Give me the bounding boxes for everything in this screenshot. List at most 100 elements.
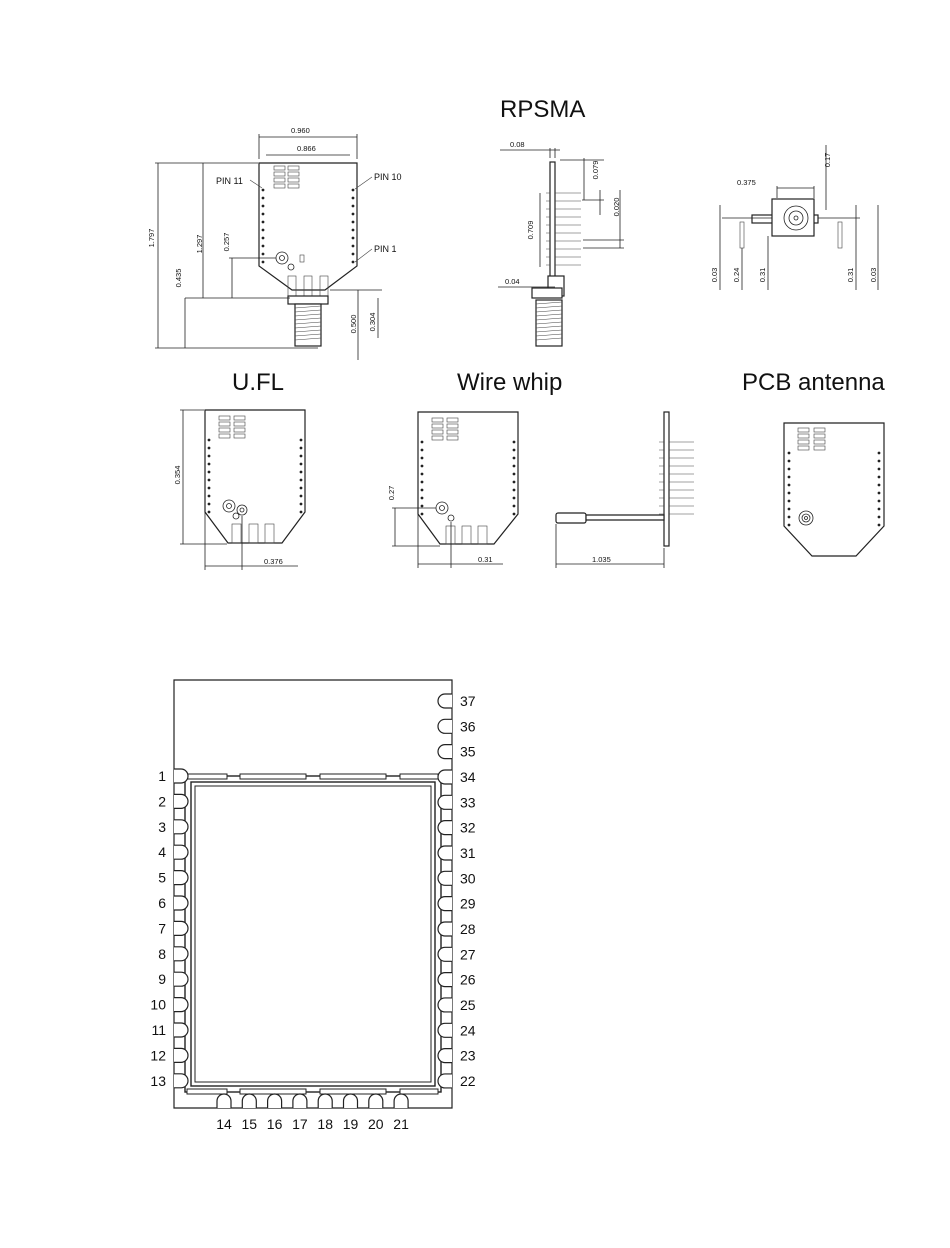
- right-pad: [438, 821, 452, 835]
- bottom-pin-label: 17: [292, 1116, 308, 1132]
- left-pin-label: 7: [158, 920, 166, 936]
- right-pin-label: 24: [460, 1022, 476, 1038]
- dim-0500: 0.500: [349, 315, 358, 334]
- rpsma-side-threaded-barrel: [536, 300, 562, 346]
- right-pin-label: 31: [460, 845, 476, 861]
- right-pad: [438, 897, 452, 911]
- left-pad: [174, 820, 188, 834]
- dim-wire-031: 0.31: [478, 555, 493, 564]
- dim-0866: 0.866: [297, 144, 316, 153]
- dim-0257: 0.257: [222, 233, 231, 252]
- dim-0375: 0.375: [737, 178, 756, 187]
- dim-004: 0.04: [505, 277, 520, 286]
- right-pad: [438, 719, 452, 733]
- bottom-pad: [293, 1094, 307, 1108]
- left-pad: [174, 845, 188, 859]
- right-pin-label: 23: [460, 1048, 476, 1064]
- dim-0960: 0.960: [291, 126, 310, 135]
- left-pin-label: 6: [158, 895, 166, 911]
- dim-1297: 1.297: [195, 235, 204, 254]
- dim-031-left: 0.31: [758, 268, 767, 283]
- bottom-pad: [268, 1094, 282, 1108]
- bottom-pad: [242, 1094, 256, 1108]
- left-pad: [174, 921, 188, 935]
- footprint-module-outline: [174, 680, 452, 1108]
- right-pad: [438, 922, 452, 936]
- bottom-pad: [394, 1094, 408, 1108]
- dim-wire-1035: 1.035: [592, 555, 611, 564]
- dim-ufl-0354: 0.354: [173, 466, 182, 485]
- rpsma-end-left-pin: [740, 222, 744, 248]
- dim-ufl-0376: 0.376: [264, 557, 283, 566]
- right-pin-label: 35: [460, 744, 476, 760]
- right-pad: [438, 846, 452, 860]
- bottom-pad: [344, 1094, 358, 1108]
- left-pad: [174, 972, 188, 986]
- bottom-pad: [318, 1094, 332, 1108]
- left-pad: [174, 794, 188, 808]
- right-pin-label: 34: [460, 769, 476, 785]
- rpsma-side-view: 0.08 0.079 0.020 0.709 0.04: [498, 140, 624, 346]
- rpsma-front-nut: [288, 296, 328, 304]
- left-pad: [174, 998, 188, 1012]
- bottom-pin-label: 21: [393, 1116, 409, 1132]
- right-pin-label: 28: [460, 921, 476, 937]
- right-pad: [438, 745, 452, 759]
- dim-008: 0.08: [510, 140, 525, 149]
- right-pin-label: 36: [460, 718, 476, 734]
- rpsma-end-view: 0.375 0.17 0.03 0.24 0.31 0.31 0.03: [710, 145, 878, 290]
- wire-whip-side-view: 1.035: [556, 412, 694, 568]
- right-pad: [438, 973, 452, 987]
- left-pin-label: 11: [151, 1022, 166, 1038]
- right-pin-label: 32: [460, 820, 476, 836]
- right-pin-label: 27: [460, 946, 476, 962]
- right-pin-label: 29: [460, 896, 476, 912]
- left-pin-label: 3: [158, 819, 166, 835]
- left-pin-label: 12: [150, 1047, 166, 1063]
- left-pin-label: 5: [158, 870, 166, 886]
- left-pad: [174, 1023, 188, 1037]
- bottom-pin-label: 18: [317, 1116, 333, 1132]
- wire-whip-front-view: 0.27 0.31: [387, 412, 518, 568]
- right-pad: [438, 694, 452, 708]
- left-pin-label: 4: [158, 844, 166, 860]
- bottom-pin-label: 16: [267, 1116, 283, 1132]
- ufl-board-outline: [205, 410, 305, 543]
- bottom-pin-label: 15: [242, 1116, 258, 1132]
- right-pad: [438, 1049, 452, 1063]
- rpsma-side-board: [550, 162, 555, 277]
- pcb-antenna-board-outline: [784, 423, 884, 556]
- right-pad: [438, 770, 452, 784]
- right-pad: [438, 871, 452, 885]
- dim-003-right: 0.03: [869, 268, 878, 283]
- bottom-pad: [217, 1094, 231, 1108]
- right-pin-label: 22: [460, 1073, 476, 1089]
- dim-wire-027: 0.27: [387, 486, 396, 501]
- left-pin-label: 2: [158, 793, 166, 809]
- pin10-label: PIN 10: [374, 172, 402, 182]
- left-pad: [174, 871, 188, 885]
- bottom-pin-label: 14: [216, 1116, 232, 1132]
- dim-0304: 0.304: [368, 313, 377, 332]
- left-pad: [174, 1048, 188, 1062]
- pcb-antenna-view: [784, 423, 884, 556]
- left-pad: [174, 896, 188, 910]
- dim-0709: 0.709: [526, 221, 535, 240]
- rpsma-end-right-pin: [838, 222, 842, 248]
- right-pin-label: 30: [460, 870, 476, 886]
- pin1-label: PIN 1: [374, 244, 397, 254]
- smt-footprint: 12345678910111213 3736353433323130292827…: [150, 680, 475, 1132]
- dim-1797: 1.797: [147, 229, 156, 248]
- ufl-view: 0.354 0.376: [173, 410, 305, 570]
- pin11-label: PIN 11: [216, 176, 243, 186]
- bottom-pad: [369, 1094, 383, 1108]
- wire-whip-tip: [556, 513, 586, 523]
- right-pad: [438, 1023, 452, 1037]
- wire-whip-side-board: [664, 412, 669, 546]
- left-pin-label: 10: [150, 997, 166, 1013]
- dim-0435: 0.435: [174, 269, 183, 288]
- dim-024: 0.24: [732, 268, 741, 283]
